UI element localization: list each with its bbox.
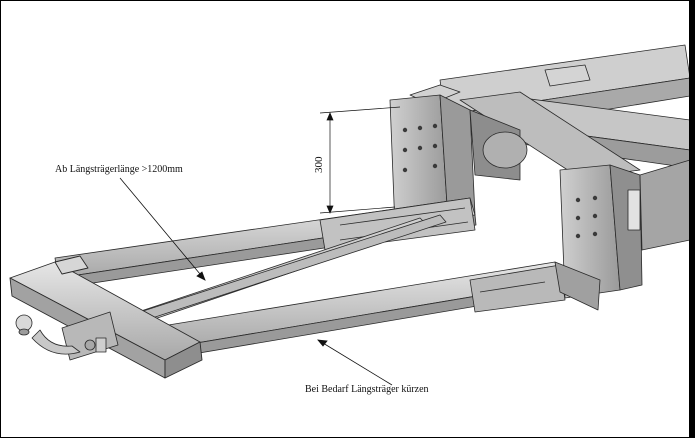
leader-lines xyxy=(119,177,393,386)
upper-longitudinal-beam xyxy=(54,197,477,289)
dimension-300 xyxy=(319,106,401,214)
lower-longitudinal-beam xyxy=(149,261,601,361)
right-edge-bar xyxy=(690,0,695,438)
dimension-value: 300 xyxy=(313,156,325,173)
annotation-bottom: Bei Bedarf Längsträger kürzen xyxy=(305,384,429,395)
vehicle-frame-assembly xyxy=(389,44,691,299)
mounting-holes xyxy=(402,123,598,239)
annotation-top: Ab Längsträgerlänge >1200mm xyxy=(55,164,183,175)
tow-hitch xyxy=(15,311,119,361)
